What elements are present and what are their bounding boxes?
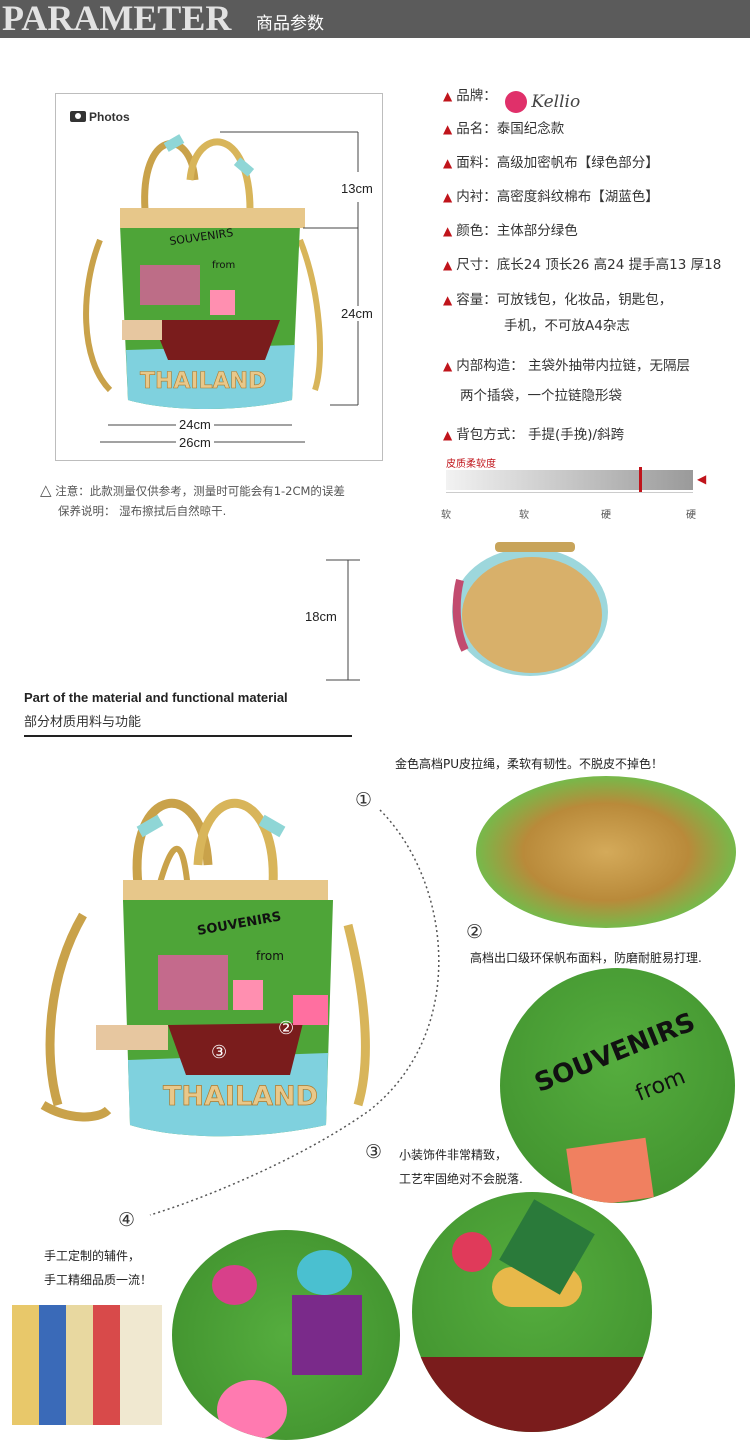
param-lining: ▲内衬：高密度斜纹棉布【湖蓝色】 [443,189,659,205]
bag-detail-print-thailand: THAILAND [163,1081,318,1112]
triangle-bullet-icon: ▲ [443,428,453,442]
detail-handmade-image [12,1305,162,1425]
triangle-bullet-icon: ▲ [443,156,453,170]
bag-print-from: from [212,260,235,271]
brand-logo-mark-icon [505,91,528,113]
marker-3: ③ [211,1042,228,1063]
depth-dimension-lines [326,559,360,681]
triangle-bullet-icon: ▲ [443,224,453,238]
bag-print-thailand: THAILAND [140,369,266,394]
param-structure-line2: 两个插袋，一个拉链隐形袋 [460,388,622,404]
softness-marker [639,467,642,493]
measurement-note: △ 注意：此款测量仅供参考，测量时可能会有1-2CM的误差 [40,481,345,499]
softness-scale-line [446,492,693,493]
callout-3-text-2: 工艺牢固绝对不会脱落. [399,1172,523,1186]
section-divider [24,735,352,737]
softness-tick-2: 软 [519,510,529,521]
param-carry: ▲背包方式： 手提(手挽)/斜跨 [443,427,625,443]
param-name: ▲品名：泰国纪念款 [443,121,565,137]
material-section-title-en: Part of the material and functional mate… [24,690,288,705]
triangle-bullet-icon: ▲ [443,293,453,307]
detail-canvas-image: SOUVENIRS from [500,968,735,1203]
marker-2: ② [278,1018,295,1039]
callout-4-number: ④ [118,1209,136,1231]
param-size: ▲尺寸：底长24 顶长26 高24 提手高13 厚18 [443,257,722,273]
photos-label: Photos [70,110,130,124]
header-title-cn: 商品参数 [256,14,324,34]
softness-title: 皮质柔软度 [446,459,496,470]
bag-detail-image: SOUVENIRS from THAILAND [40,798,370,1137]
softness-pointer-icon: ◀ [697,472,707,486]
brand-logo: Kellio [505,91,580,113]
detail-drawstring-image [476,776,736,928]
param-brand: ▲品牌： Kellio [443,88,581,113]
dim-top-label: 26cm [176,435,214,450]
softness-tick-3: 硬 [601,510,611,521]
callout-4-text: 手工定制的辅件， [44,1249,141,1263]
header-title-en: PARAMETER [2,0,232,38]
material-section-title-cn: 部分材质用料与功能 [24,715,142,730]
param-capacity-line2: 手机，不可放A4杂志 [504,318,630,334]
bag-detail-print-from: from [256,949,284,963]
marker-4: ④ [72,1039,89,1060]
dim-handle-label: 13cm [341,181,373,196]
param-capacity: ▲容量：可放钱包，化妆品，钥匙包， [443,292,673,308]
callout-1-number: ① [355,789,373,811]
callout-3-number: ③ [365,1141,383,1163]
triangle-bullet-icon: ▲ [443,359,453,373]
softness-bar [446,467,693,493]
softness-tick-4: 硬 [686,510,696,521]
callout-1-text: 金色高档PU皮拉绳，柔软有韧性。不脱皮不掉色！ [395,757,664,771]
triangle-bullet-icon: ▲ [443,89,453,103]
bag-front-image: SOUVENIRS from THAILAND [83,131,359,443]
bag-bottom-image [452,542,608,676]
detail-flowers-image [412,1192,652,1432]
product-photo-frame [55,93,383,461]
care-note: 保养说明： 湿布擦拭后自然晾干. [58,504,227,518]
callout-2-number: ② [466,921,484,943]
detail-ornaments-image [172,1230,400,1440]
dim-depth-label: 18cm [305,609,337,624]
warning-triangle-icon: △ [40,481,52,499]
callout-3-text: 小装饰件非常精致， [399,1148,508,1162]
parameter-header: PARAMETER 商品参数 [0,0,750,38]
param-structure: ▲内部构造： 主袋外抽带内拉链，无隔层 [443,358,691,374]
triangle-bullet-icon: ▲ [443,258,453,272]
triangle-bullet-icon: ▲ [443,190,453,204]
callout-4-text-2: 手工精细品质一流！ [44,1273,153,1287]
dim-body-label: 24cm [341,306,373,321]
param-fabric: ▲面料：高级加密帆布【绿色部分】 [443,155,659,171]
callout-2-text: 高档出口级环保帆布面料，防磨耐脏易打理. [470,951,702,965]
param-color: ▲颜色：主体部分绿色 [443,223,578,239]
camera-icon [70,111,86,122]
softness-tick-1: 软 [441,510,451,521]
triangle-bullet-icon: ▲ [443,122,453,136]
dim-bottom-label: 24cm [176,417,214,432]
